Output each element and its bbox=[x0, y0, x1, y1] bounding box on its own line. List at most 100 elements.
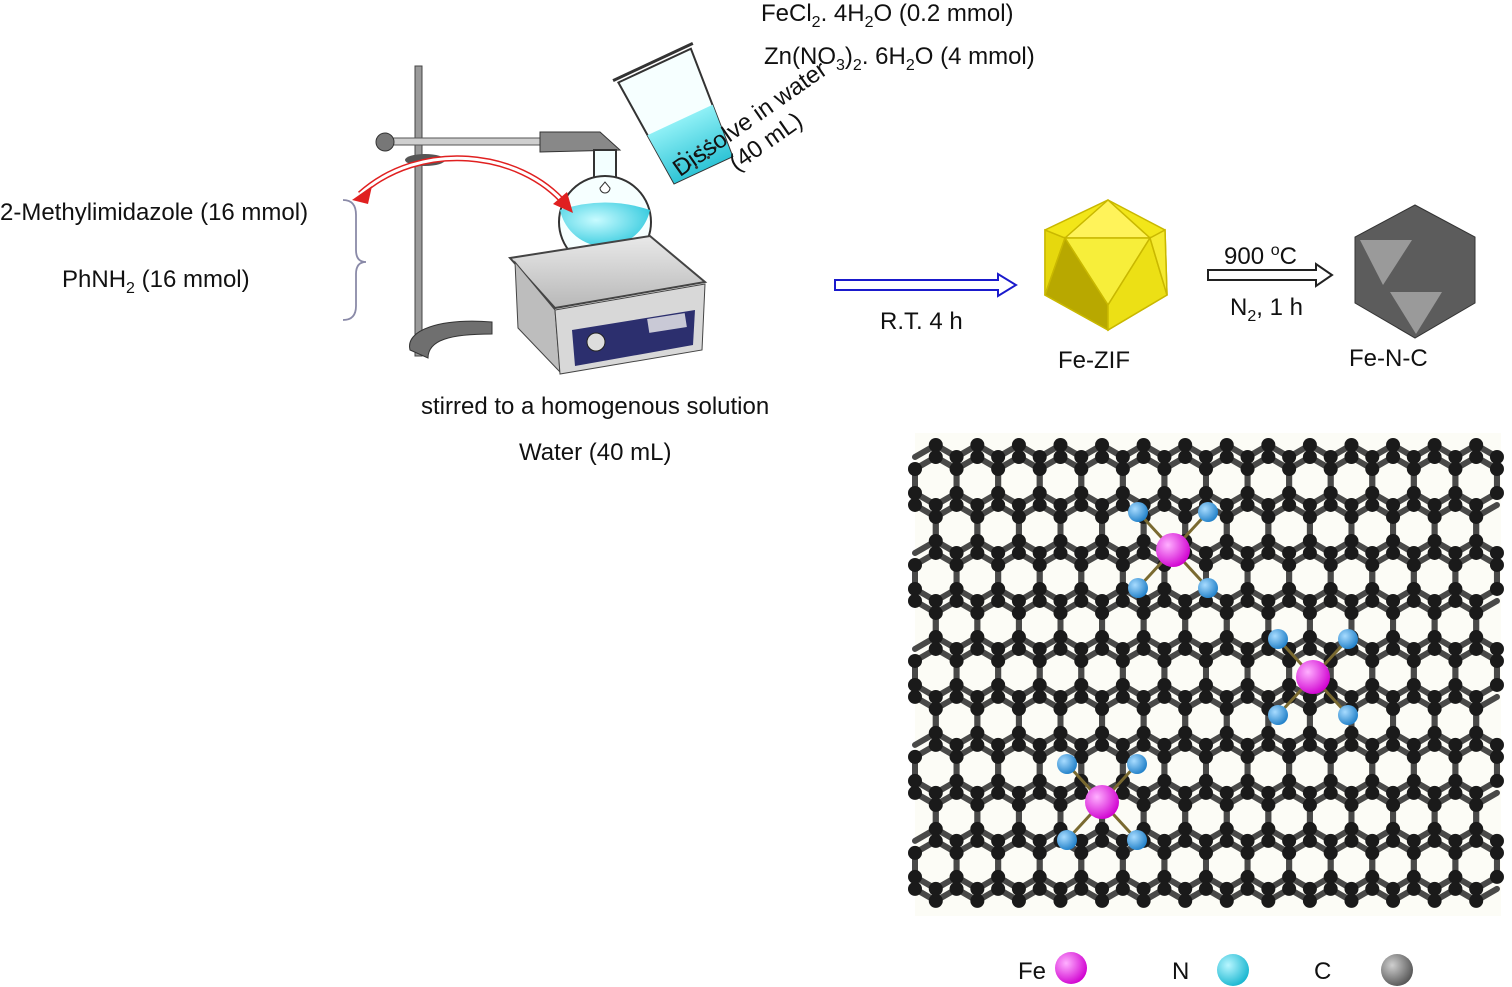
lattice-carbon-atom bbox=[1032, 749, 1047, 764]
lattice-carbon-atom bbox=[1053, 629, 1068, 644]
lattice-carbon-atom bbox=[949, 461, 964, 476]
lattice-carbon-atom bbox=[991, 497, 1006, 512]
lattice-carbon-atom bbox=[1011, 737, 1026, 752]
lattice-carbon-atom bbox=[1240, 773, 1255, 788]
lattice-carbon-atom bbox=[1198, 785, 1213, 800]
lattice-carbon-atom bbox=[928, 545, 943, 560]
lattice-carbon-atom bbox=[1282, 773, 1297, 788]
lattice-carbon-atom bbox=[1489, 545, 1504, 560]
lattice-carbon-atom bbox=[1365, 581, 1380, 596]
lattice-carbon-atom bbox=[1115, 833, 1130, 848]
lattice-carbon-atom bbox=[1344, 545, 1359, 560]
lattice-carbon-atom bbox=[908, 773, 922, 788]
lattice-carbon-atom bbox=[1448, 557, 1463, 572]
lattice-carbon-atom bbox=[1323, 497, 1338, 512]
lattice-carbon-atom bbox=[1198, 641, 1213, 656]
lattice-carbon-atom bbox=[1178, 497, 1193, 512]
lattice-carbon-atom bbox=[1323, 869, 1338, 884]
lattice-carbon-atom bbox=[1053, 545, 1068, 560]
lattice-carbon-atom bbox=[1178, 629, 1193, 644]
lattice-carbon-atom bbox=[1074, 581, 1089, 596]
lattice-carbon-atom bbox=[928, 449, 943, 464]
lattice-carbon-atom bbox=[1282, 545, 1297, 560]
lattice-carbon-atom bbox=[1198, 881, 1213, 896]
lattice-carbon-atom bbox=[1302, 545, 1317, 560]
lattice-carbon-atom bbox=[1448, 749, 1463, 764]
lattice-carbon-atom bbox=[1240, 845, 1255, 860]
lattice-carbon-atom bbox=[1032, 689, 1047, 704]
lattice-carbon-atom bbox=[928, 797, 943, 812]
lattice-carbon-atom bbox=[991, 653, 1006, 668]
lattice-carbon-atom bbox=[1365, 641, 1380, 656]
fe-zif-label: Fe-ZIF bbox=[1058, 347, 1130, 374]
lattice-carbon-atom bbox=[1095, 893, 1110, 908]
lattice-carbon-atom bbox=[1157, 737, 1172, 752]
lattice-carbon-atom bbox=[1115, 749, 1130, 764]
lattice-carbon-atom bbox=[1365, 881, 1380, 896]
lattice-carbon-atom bbox=[1219, 438, 1234, 452]
lattice-carbon-atom bbox=[928, 881, 943, 896]
lattice-carbon-atom bbox=[1448, 737, 1463, 752]
lattice-carbon-atom bbox=[1115, 545, 1130, 560]
lattice-carbon-atom bbox=[1323, 653, 1338, 668]
lattice-carbon-atom bbox=[991, 845, 1006, 860]
lattice-carbon-atom bbox=[1344, 893, 1359, 908]
lattice-carbon-atom bbox=[1095, 533, 1110, 548]
lattice-carbon-atom bbox=[1053, 689, 1068, 704]
lattice-carbon-atom bbox=[1489, 641, 1504, 656]
lattice-carbon-atom bbox=[1302, 821, 1317, 836]
lattice-carbon-atom bbox=[970, 737, 985, 752]
lattice-carbon-atom bbox=[1074, 845, 1089, 860]
lattice-carbon-atom bbox=[1095, 821, 1110, 836]
lattice-carbon-atom bbox=[1427, 605, 1442, 620]
curly-brace bbox=[342, 199, 367, 321]
lattice-carbon-atom bbox=[1302, 641, 1317, 656]
lattice-carbon-atom bbox=[1302, 438, 1317, 452]
lattice-carbon-atom bbox=[1427, 438, 1442, 452]
lattice-carbon-atom bbox=[1219, 893, 1234, 908]
lattice-carbon-atom bbox=[1198, 845, 1213, 860]
pyrolysis-arrow bbox=[1207, 262, 1334, 288]
lattice-carbon-atom bbox=[970, 605, 985, 620]
lattice-carbon-atom bbox=[1448, 461, 1463, 476]
lattice-carbon-atom bbox=[1489, 653, 1504, 668]
lattice-carbon-atom bbox=[1344, 533, 1359, 548]
lattice-carbon-atom bbox=[1469, 797, 1484, 812]
lattice-carbon-atom bbox=[949, 653, 964, 668]
lattice-carbon-atom bbox=[1053, 893, 1068, 908]
lattice-carbon-atom bbox=[1240, 677, 1255, 692]
lattice-carbon-atom bbox=[1219, 629, 1234, 644]
lattice-carbon-atom bbox=[908, 497, 922, 512]
lattice-carbon-atom bbox=[1365, 785, 1380, 800]
lattice-carbon-atom bbox=[1136, 737, 1151, 752]
lattice-carbon-atom bbox=[1198, 833, 1213, 848]
lattice-carbon-atom bbox=[1406, 653, 1421, 668]
lattice-carbon-atom bbox=[1344, 821, 1359, 836]
lattice-carbon-atom bbox=[1344, 605, 1359, 620]
lattice-carbon-atom bbox=[1386, 509, 1401, 524]
lattice-carbon-atom bbox=[1365, 773, 1380, 788]
lattice-carbon-atom bbox=[1095, 701, 1110, 716]
lattice-carbon-atom bbox=[1365, 593, 1380, 608]
lattice-carbon-atom bbox=[1427, 833, 1442, 848]
rt-label: R.T. 4 h bbox=[880, 308, 963, 335]
lattice-carbon-atom bbox=[1261, 689, 1276, 704]
lattice-carbon-atom bbox=[1136, 438, 1151, 452]
lattice-carbon-atom bbox=[1219, 833, 1234, 848]
lattice-carbon-atom bbox=[1178, 881, 1193, 896]
lattice-carbon-atom bbox=[1074, 881, 1089, 896]
lattice-carbon-atom bbox=[1219, 737, 1234, 752]
lattice-carbon-atom bbox=[1469, 497, 1484, 512]
lattice-carbon-atom bbox=[908, 593, 922, 608]
lattice-carbon-atom bbox=[1469, 545, 1484, 560]
lattice-carbon-atom bbox=[1074, 653, 1089, 668]
lattice-carbon-atom bbox=[908, 653, 922, 668]
lattice-carbon-atom bbox=[1157, 461, 1172, 476]
lattice-carbon-atom bbox=[1406, 737, 1421, 752]
lattice-carbon-atom bbox=[1011, 438, 1026, 452]
lattice-carbon-atom bbox=[1157, 593, 1172, 608]
lattice-carbon-atom bbox=[1198, 461, 1213, 476]
lattice-carbon-atom bbox=[1386, 605, 1401, 620]
lattice-carbon-atom bbox=[1053, 438, 1068, 452]
lattice-carbon-atom bbox=[908, 881, 922, 896]
